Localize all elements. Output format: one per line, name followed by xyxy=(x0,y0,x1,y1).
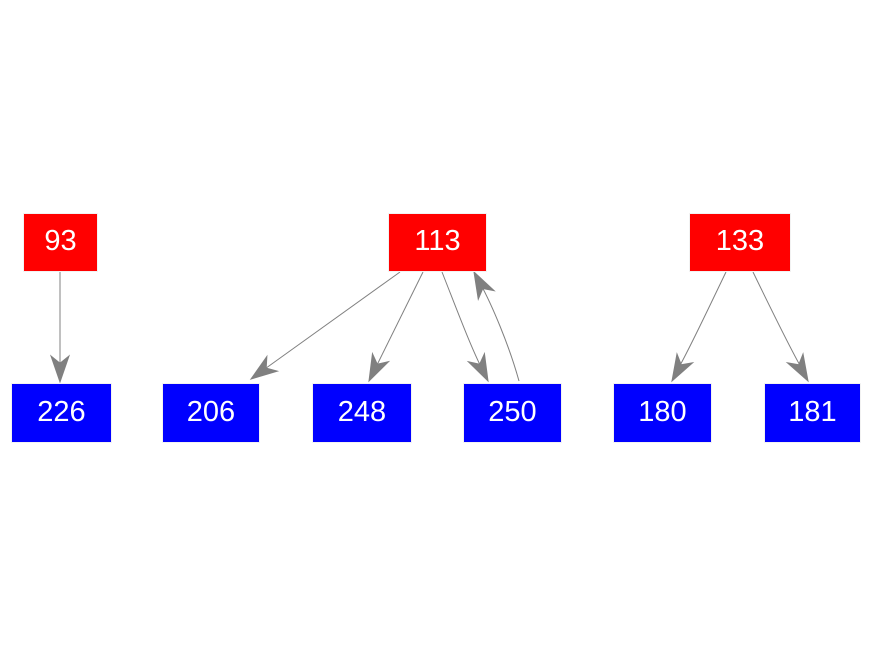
graph-node-label: 250 xyxy=(488,395,537,428)
graph-node-label: 113 xyxy=(414,225,461,257)
arrowhead-133-to-181 xyxy=(785,352,809,383)
graph-node-206[interactable]: 206 xyxy=(162,383,260,443)
graph-node-226[interactable]: 226 xyxy=(11,383,112,443)
arrowheads-group xyxy=(49,270,809,384)
edges-group xyxy=(59,271,803,382)
edge-113-to-248 xyxy=(374,271,424,370)
graph-node-label: 180 xyxy=(638,395,687,428)
edge-250-to-113 xyxy=(479,282,520,382)
graph-node-label: 248 xyxy=(337,395,387,428)
graph-node-93[interactable]: 93 xyxy=(23,213,98,272)
graph-node-113[interactable]: 113 xyxy=(388,213,487,272)
arrowhead-250-to-113 xyxy=(473,270,496,301)
arrowhead-93-to-226 xyxy=(49,354,71,384)
edge-133-to-181 xyxy=(752,271,803,370)
graph-node-133[interactable]: 133 xyxy=(689,213,791,272)
arrowhead-113-to-206 xyxy=(249,354,280,380)
graph-node-label: 93 xyxy=(44,225,77,257)
graph-node-250[interactable]: 250 xyxy=(463,383,562,443)
graph-node-label: 133 xyxy=(715,225,765,257)
edge-133-to-180 xyxy=(677,271,727,370)
arrowhead-113-to-248 xyxy=(368,351,391,383)
graph-node-label: 181 xyxy=(788,395,837,428)
arrowhead-113-to-250 xyxy=(466,351,489,383)
arrowhead-133-to-180 xyxy=(671,352,695,383)
edge-113-to-250 xyxy=(441,271,483,370)
graph-node-label: 226 xyxy=(37,395,86,428)
edge-113-to-206 xyxy=(261,271,401,372)
graph-node-181[interactable]: 181 xyxy=(764,383,861,443)
graph-node-180[interactable]: 180 xyxy=(613,383,712,443)
graph-node-248[interactable]: 248 xyxy=(312,383,412,443)
graph-node-label: 206 xyxy=(186,395,236,428)
